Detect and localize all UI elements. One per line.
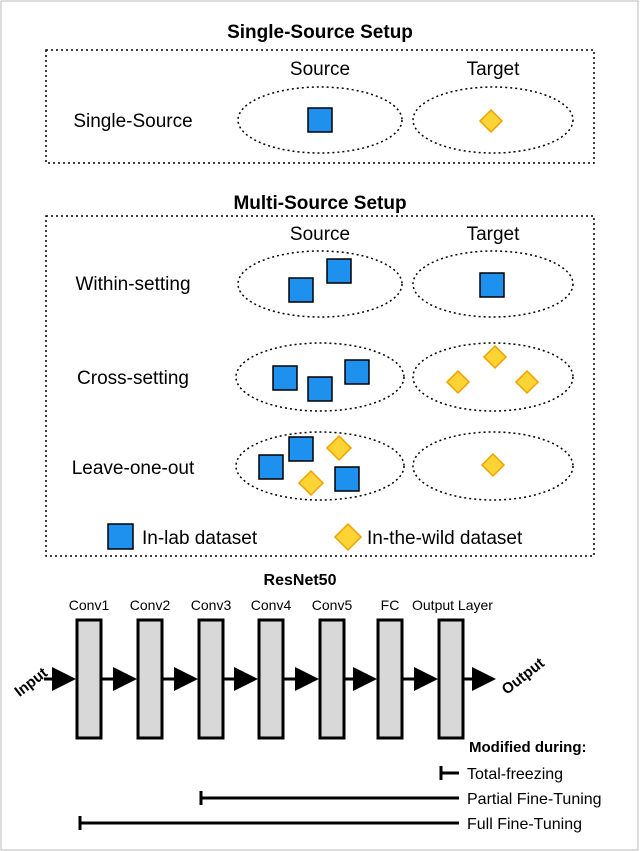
layer-label-conv1: Conv1	[69, 597, 110, 613]
inlab-square-icon	[288, 436, 314, 462]
target-ellipse	[412, 431, 574, 501]
layer-block-fc	[376, 618, 404, 740]
layer-label-conv4: Conv4	[251, 597, 292, 613]
multi-source-source-header: Source	[290, 224, 350, 245]
wild-diamond-icon	[478, 108, 504, 134]
legend-inlab-label: In-lab dataset	[142, 528, 258, 549]
layer-block-conv2	[136, 618, 164, 740]
layer-block-conv5	[318, 618, 346, 740]
inlab-square-icon	[288, 277, 314, 303]
within-setting-label: Within-setting	[75, 274, 190, 295]
wild-diamond-icon	[482, 344, 508, 370]
modified-title: Modified during:	[469, 739, 586, 756]
single-source-target-header: Target	[467, 59, 521, 80]
layer-block-conv4	[257, 618, 285, 740]
source-ellipse	[235, 342, 405, 412]
layer-label-conv5: Conv5	[312, 597, 353, 613]
inlab-square-icon	[334, 466, 360, 492]
leave-one-out-label: Leave-one-out	[72, 458, 195, 479]
legend-wild-diamond-icon	[333, 522, 363, 552]
wild-diamond-icon	[480, 452, 506, 478]
full-fine-tuning-label: Full Fine-Tuning	[467, 816, 582, 833]
inlab-square-icon	[307, 107, 333, 133]
inlab-square-icon	[258, 454, 284, 480]
total-freezing-label: Total-freezing	[467, 766, 563, 783]
inlab-square-icon	[272, 365, 298, 391]
inlab-square-icon	[479, 272, 505, 298]
output-label: Output	[499, 655, 548, 699]
source-ellipse	[235, 431, 405, 501]
single-source-row-label: Single-Source	[73, 111, 192, 132]
multi-source-target-header: Target	[467, 224, 521, 245]
target-ellipse	[412, 86, 574, 154]
legend-wild-label: In-the-wild dataset	[367, 528, 523, 549]
legend-inlab-square-icon	[107, 523, 134, 550]
inlab-square-icon	[307, 376, 333, 402]
target-ellipse	[412, 342, 574, 412]
inlab-square-icon	[326, 258, 352, 284]
layer-label-conv3: Conv3	[191, 597, 232, 613]
wild-diamond-icon	[514, 369, 540, 395]
single-source-title: Single-Source Setup	[227, 22, 413, 43]
multi-source-title: Multi-Source Setup	[233, 193, 406, 214]
layer-label-fc: FC	[381, 597, 400, 613]
wild-diamond-icon	[445, 369, 471, 395]
cross-setting-label: Cross-setting	[77, 368, 189, 389]
layer-block-conv1	[75, 618, 103, 740]
input-label: Input	[12, 664, 51, 700]
source-ellipse	[237, 250, 403, 318]
architecture-title: ResNet50	[264, 572, 337, 589]
layer-label-output: Output Layer	[412, 597, 493, 613]
single-source-box	[45, 49, 595, 164]
inlab-square-icon	[344, 359, 370, 385]
wild-diamond-icon	[297, 469, 325, 497]
multi-source-box	[45, 215, 595, 557]
layer-label-conv2: Conv2	[130, 597, 171, 613]
layer-block-conv3	[197, 618, 225, 740]
wild-diamond-icon	[325, 434, 353, 462]
target-ellipse	[412, 250, 574, 318]
partial-fine-tuning-label: Partial Fine-Tuning	[467, 791, 602, 808]
single-source-source-header: Source	[290, 59, 350, 80]
layer-block-output	[437, 618, 465, 740]
source-ellipse	[237, 86, 403, 154]
